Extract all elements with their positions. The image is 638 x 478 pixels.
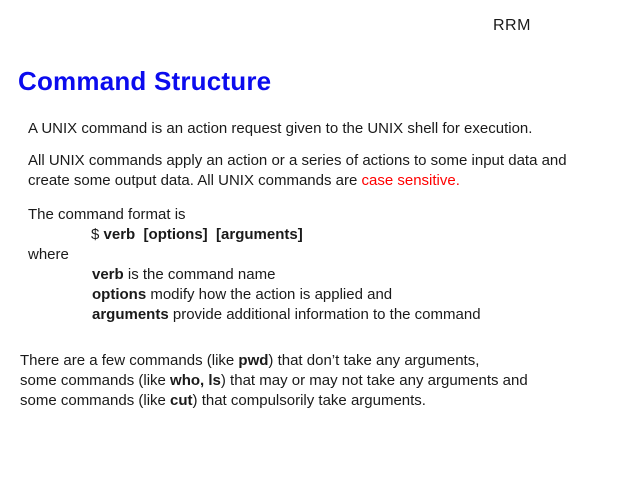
description-line-2: create some output data. All UNIX comman… xyxy=(28,172,460,189)
verb-definition-line: verb is the command name xyxy=(92,266,276,283)
format-syntax-line: $ verb [options] [arguments] xyxy=(91,226,303,243)
arguments-definition-line: arguments provide additional information… xyxy=(92,306,481,323)
slide-title: Command Structure xyxy=(18,66,272,96)
description-line-1: All UNIX commands apply an action or a s… xyxy=(28,152,567,169)
examples-line-1: There are a few commands (like pwd) that… xyxy=(20,352,480,369)
examples-line-3: some commands (like cut) that compulsori… xyxy=(20,392,426,409)
intro-line: A UNIX command is an action request give… xyxy=(28,120,533,137)
format-intro-line: The command format is xyxy=(28,206,186,223)
slide-body: A UNIX command is an action request give… xyxy=(20,120,567,409)
where-line: where xyxy=(28,246,69,263)
examples-line-2: some commands (like who, ls) that may or… xyxy=(20,372,528,389)
options-definition-line: options modify how the action is applied… xyxy=(92,286,393,303)
author-initials: RRM xyxy=(493,17,531,34)
